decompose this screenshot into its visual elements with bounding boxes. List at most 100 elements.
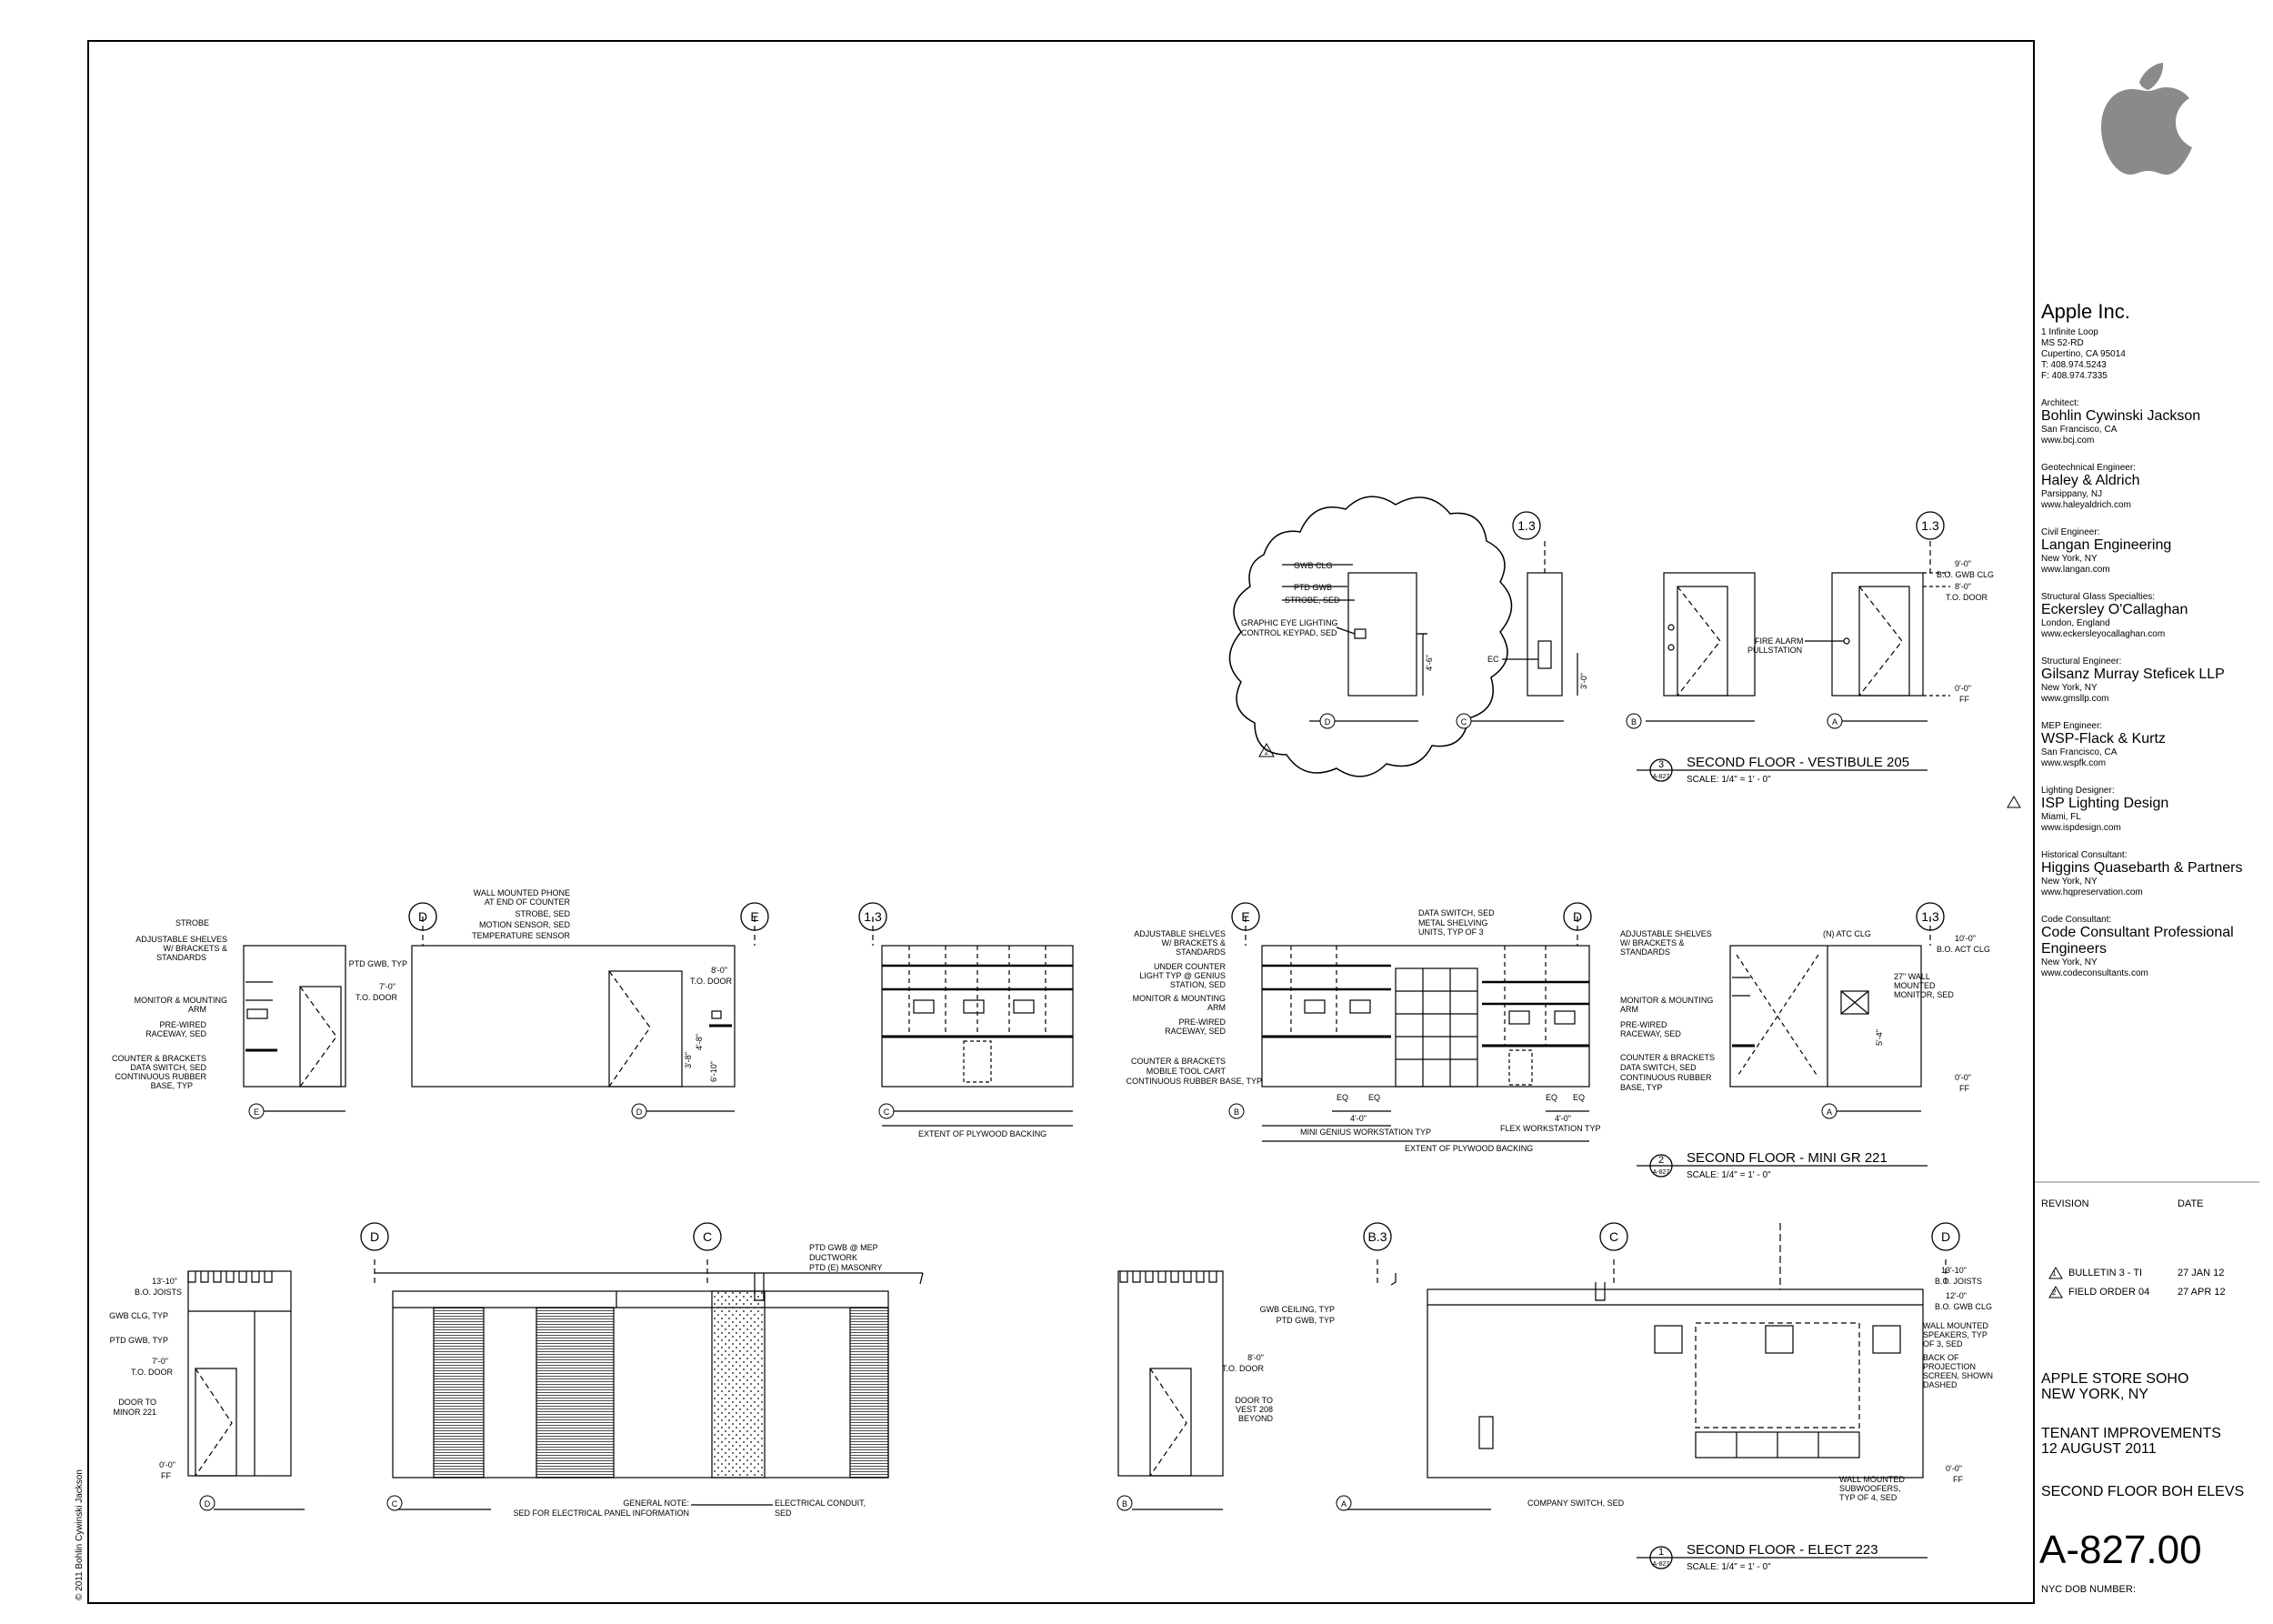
level-ff-r: FF	[1953, 1475, 1963, 1484]
elect-labels: 13'-10" B.O. JOISTS GWB CLG, TYP PTD GWB…	[109, 1277, 1335, 1480]
level-9-0: 9'-0"	[1955, 559, 1971, 568]
grid-bubble-d: D	[418, 909, 427, 924]
dim-eq-1: EQ	[1337, 1093, 1348, 1102]
consultant-firm: Gilsanz Murray Steficek LLP	[2041, 667, 2225, 682]
delta-2-icon	[2048, 1286, 2063, 1298]
note-light-genius: LIGHT TYP @ GENIUS	[1139, 971, 1226, 980]
grid-bubble-a-small: A	[1827, 1108, 1832, 1117]
consultant-historical: Historical Consultant: Higgins Quasebart…	[2041, 850, 2259, 898]
consultant-location: London, England	[2041, 618, 2110, 628]
note-panel-info: SED FOR ELECTRICAL PANEL INFORMATION	[513, 1509, 689, 1518]
elect-labels-right: PTD GWB @ MEP DUCTWORK PTD (E) MASONRY G…	[513, 1243, 1993, 1518]
note-strobe-sed: STROBE, SED	[515, 909, 570, 918]
note-standards: STANDARDS	[156, 953, 206, 962]
drawing-number-3: 3	[1658, 759, 1664, 770]
consultant-web: www.langan.com	[2041, 565, 2110, 575]
consultant-code: Code Consultant: Code Consultant Profess…	[2041, 915, 2259, 979]
consultant-location: San Francisco, CA	[2041, 747, 2118, 757]
level-ff-elect: FF	[161, 1471, 171, 1480]
level-ff: FF	[1959, 695, 1969, 704]
note-mid-raceway: RACEWAY, SED	[1165, 1027, 1226, 1036]
grid-bubble-e-small: E	[254, 1108, 259, 1117]
grid-bubble-e-2: E	[1241, 909, 1249, 924]
note-gwb-clg: GWB CLG	[1294, 561, 1333, 570]
consultant-location: New York, NY	[2041, 554, 2098, 564]
level-0-0-r: 0'-0"	[1946, 1464, 1962, 1473]
level-to-door: T.O. DOOR	[355, 993, 398, 1002]
note-extent-plywood-b: EXTENT OF PLYWOOD BACKING	[1405, 1144, 1533, 1153]
note-keypad: CONTROL KEYPAD, SED	[1241, 628, 1337, 637]
level-bo-gwb-clg: B.O. GWB CLG	[1935, 1302, 1992, 1311]
grid-bubble-b: B	[1631, 717, 1637, 727]
note-speakers: WALL MOUNTED	[1923, 1321, 1988, 1330]
dim-3-8: 3'-8"	[684, 1052, 693, 1068]
delta-1-icon	[2048, 1267, 2063, 1279]
note-speakers-typ: SPEAKERS, TYP	[1923, 1330, 1988, 1339]
consultant-mep: MEP Engineer: WSP-Flack & Kurtz San Fran…	[2041, 721, 2259, 769]
consultant-role: Geotechnical Engineer:	[2041, 463, 2136, 473]
consultant-location: New York, NY	[2041, 877, 2098, 887]
drawing-number-2: 2	[1658, 1155, 1664, 1166]
note-brackets: W/ BRACKETS &	[163, 944, 227, 953]
level-12-0: 12'-0"	[1946, 1291, 1967, 1300]
grid-bubble-d-elect: D	[370, 1229, 379, 1244]
note-right-base: BASE, TYP	[1620, 1083, 1662, 1092]
grid-bubble-d-small: D	[205, 1499, 211, 1509]
grid-bubble-c-small: C	[884, 1108, 890, 1117]
project-name: APPLE STORE SOHO	[2041, 1371, 2189, 1387]
grid-bubble-a: A	[1832, 717, 1837, 727]
note-right-monitor: MONITOR & MOUNTING	[1620, 996, 1713, 1005]
revision-mark-1: 1	[2052, 1269, 2057, 1278]
level-to-door: T.O. DOOR	[1946, 593, 1988, 602]
note-fire-alarm: FIRE ALARM	[1755, 637, 1804, 646]
note-screen-shown: SCREEN, SHOWN	[1923, 1371, 1993, 1380]
note-ptd-masonry: PTD (E) MASONRY	[809, 1263, 882, 1272]
revision-date-1: 27 JAN 12	[2178, 1268, 2225, 1278]
sheet-border	[87, 40, 2035, 1604]
dim-4-8: 4'-8"	[695, 1034, 704, 1050]
grid-bubble-b-small: B	[1234, 1108, 1239, 1117]
note-beyond: BEYOND	[1238, 1414, 1274, 1423]
note-door-to: DOOR TO	[118, 1398, 156, 1407]
drawing-title-elect: SECOND FLOOR - ELECT 223	[1687, 1542, 1878, 1558]
note-right-arm: ARM	[1620, 1005, 1638, 1014]
note-units-typ: UNITS, TYP OF 3	[1418, 927, 1484, 937]
level-8-0: 8'-0"	[711, 966, 727, 975]
consultant-role: Historical Consultant:	[2041, 850, 2128, 860]
consultant-web: www.codeconsultants.com	[2041, 968, 2148, 978]
drawing-mini-gr-221	[243, 917, 1931, 1167]
dim-eq-4: EQ	[1573, 1093, 1585, 1102]
dim-3-0: 3'-0"	[1579, 673, 1588, 689]
level-0-0: 0'-0"	[1955, 684, 1971, 693]
level-0-0-elect: 0'-0"	[159, 1460, 175, 1469]
vestibule-grid-bubbles: 1.3 1.3 D C B A 2	[1258, 511, 1945, 757]
title-vestibule: 3 A-827 SECOND FLOOR - VESTIBULE 205 SCA…	[1649, 755, 1909, 785]
note-end-counter: AT END OF COUNTER	[485, 897, 571, 907]
note-gwb-clg: GWB CLG, TYP	[109, 1311, 168, 1320]
note-motion-sensor: MOTION SENSOR, SED	[479, 920, 571, 929]
consultant-firm: ISP Lighting Design	[2041, 796, 2169, 811]
level-bo-act: B.O. ACT CLG	[1937, 945, 1990, 954]
note-right-data-switch: DATA SWITCH, SED	[1620, 1063, 1697, 1072]
drawing-vestibule-205	[1228, 496, 1950, 777]
consultant-location: New York, NY	[2041, 683, 2098, 693]
project-city: NEW YORK, NY	[2041, 1387, 2148, 1402]
note-rubber-base: CONTINUOUS RUBBER	[115, 1072, 206, 1081]
level-0-0-mini: 0'-0"	[1955, 1073, 1971, 1082]
drawing-scale-2: SCALE: 1/4" = 1' - 0"	[1687, 1170, 1771, 1180]
elect-grid-bubbles: D C B.3 C D D C B A	[199, 1222, 1960, 1511]
note-extent-plywood: EXTENT OF PLYWOOD BACKING	[918, 1129, 1046, 1138]
level-7-0: 7'-0"	[379, 982, 396, 991]
vestibule-labels: GWB CLG PTD GWB STROBE, SED GRAPHIC EYE …	[1241, 559, 1994, 704]
company-name: Apple Inc.	[2041, 300, 2130, 323]
note-dashed: DASHED	[1923, 1380, 1958, 1389]
sheet-ref-2: A-827	[1653, 1169, 1670, 1176]
grid-bubble-e: E	[750, 909, 758, 924]
level-to-door-elect: T.O. DOOR	[131, 1368, 174, 1377]
consultant-firm: Eckersley O'Callaghan	[2041, 602, 2188, 617]
note-metal-shelving: METAL SHELVING	[1418, 918, 1487, 927]
level-13-10: 13'-10"	[152, 1277, 177, 1286]
drawing-title-vestibule: SECOND FLOOR - VESTIBULE 205	[1687, 755, 1909, 770]
company-address-2: MS 52-RD	[2041, 338, 2084, 348]
